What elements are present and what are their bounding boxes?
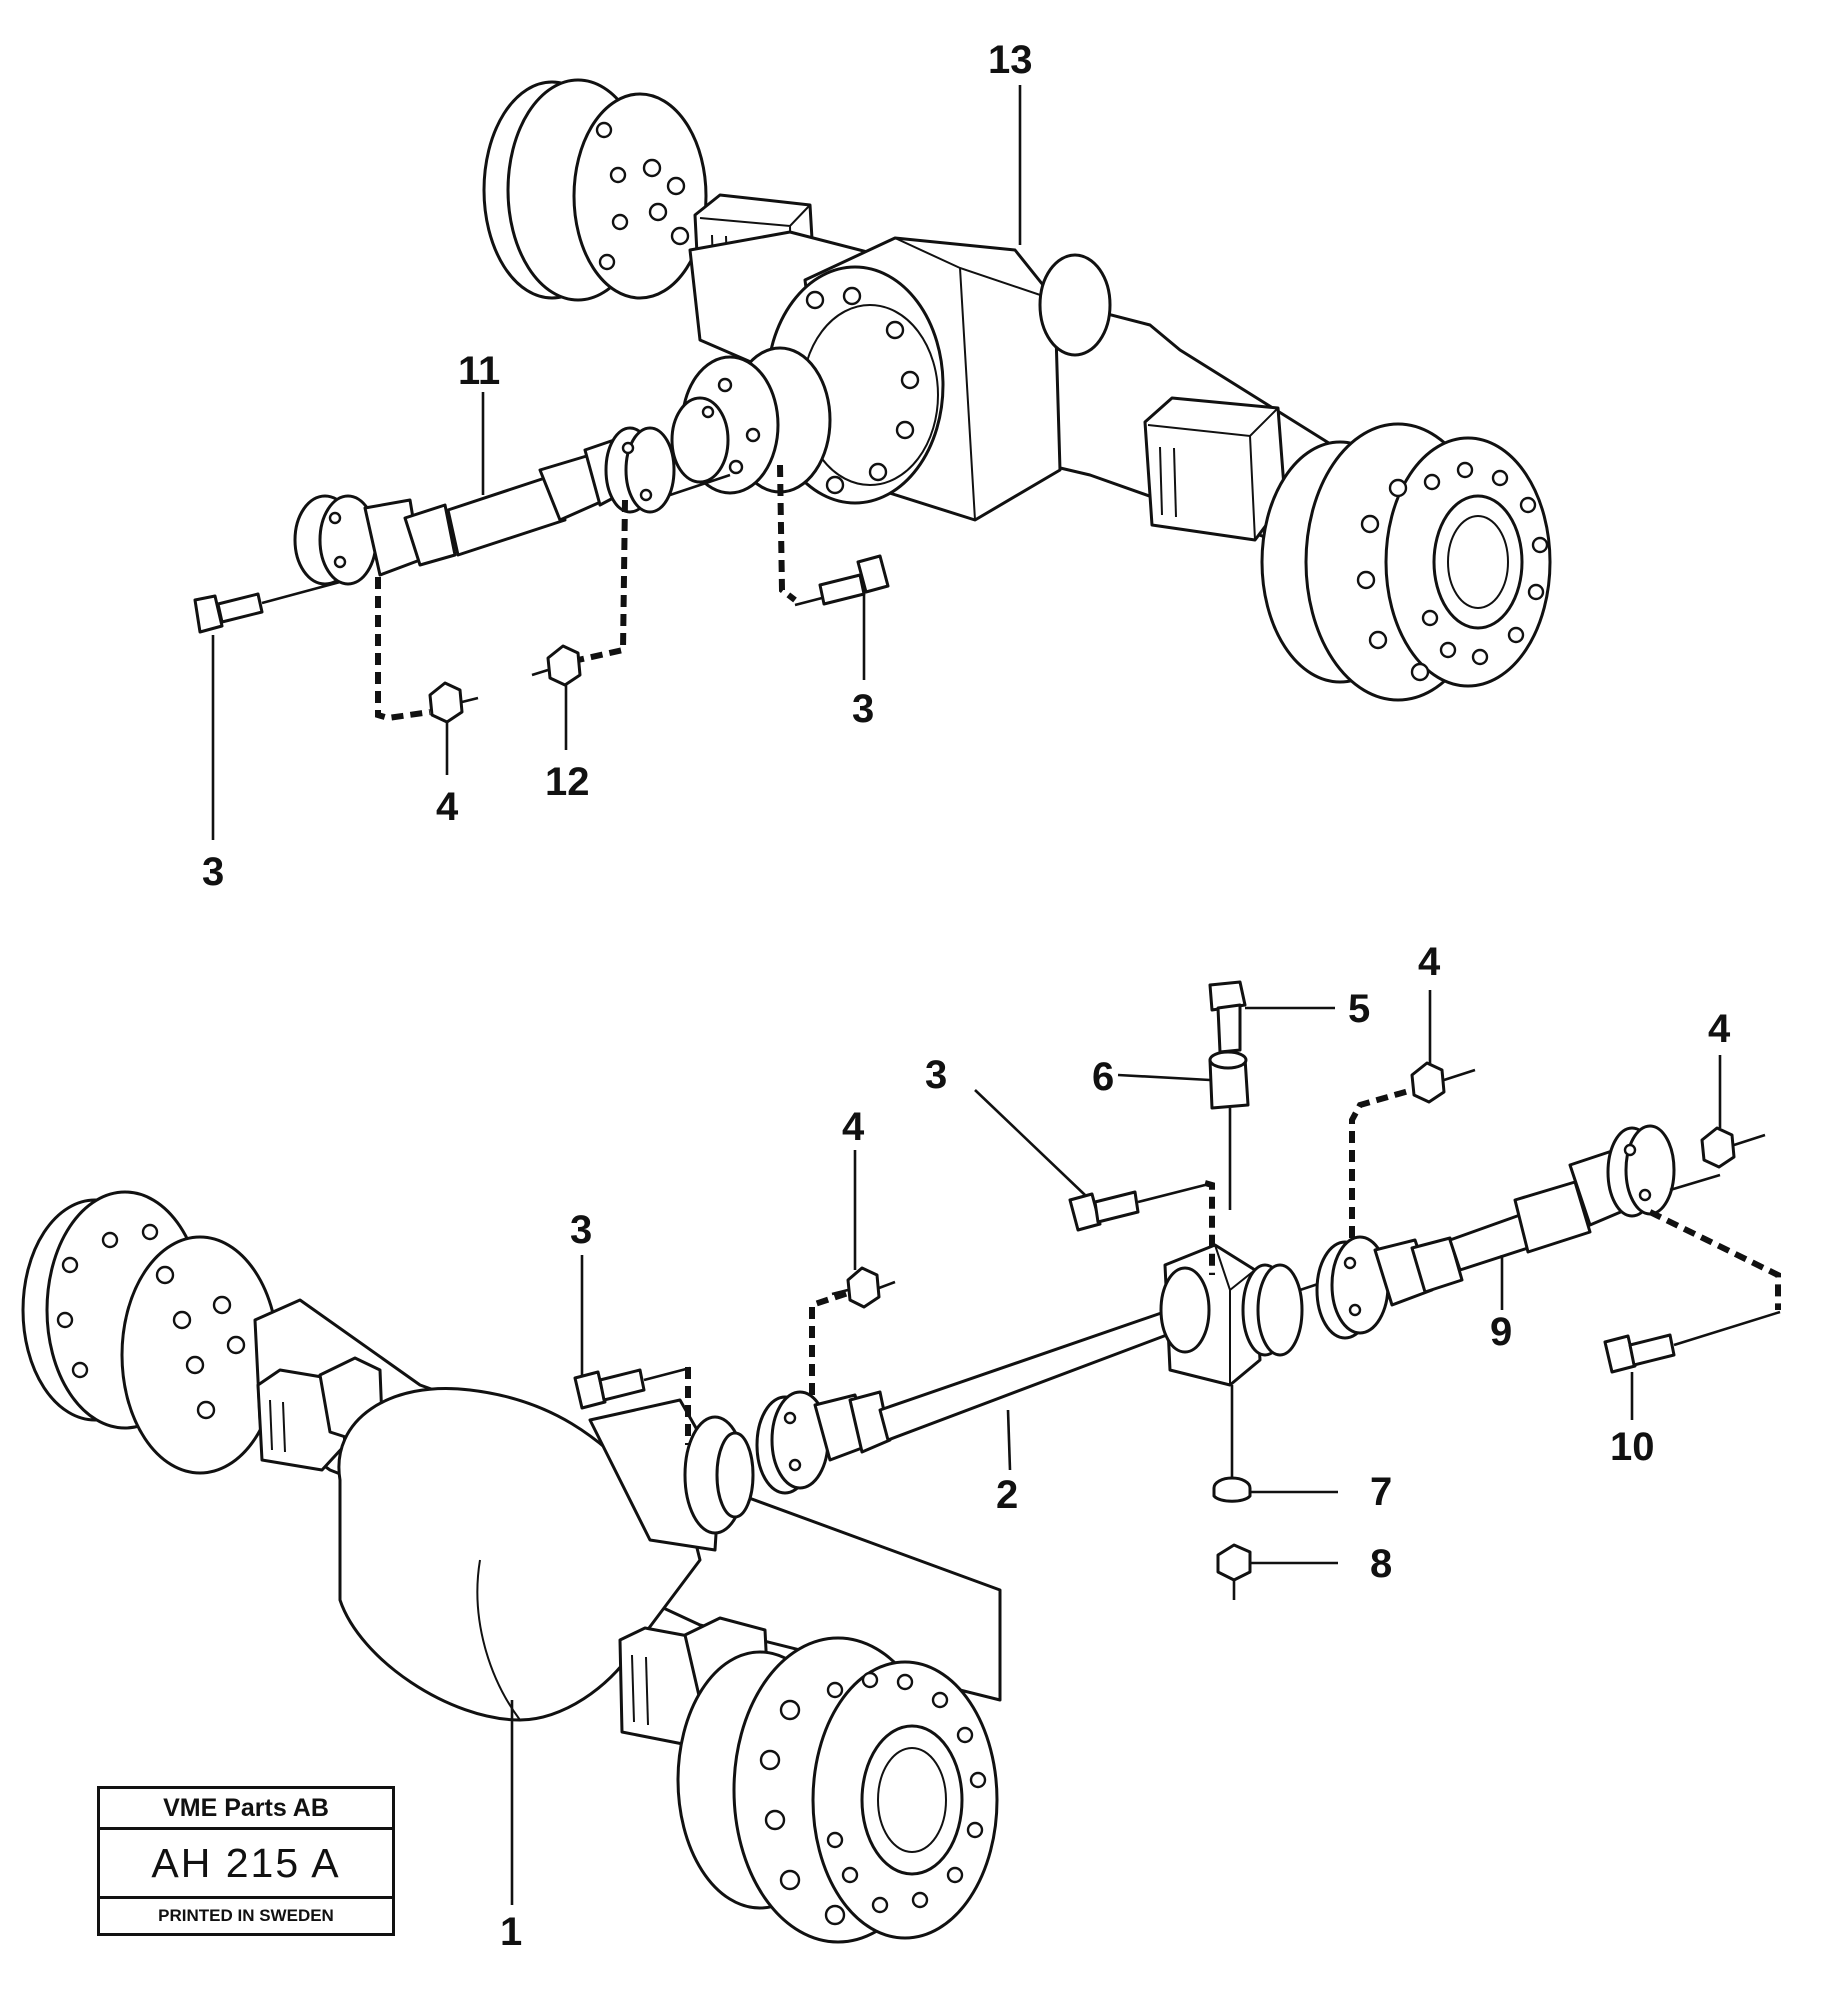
propeller-shaft-short bbox=[293, 426, 676, 586]
title-stamp: VME Parts AB AH 215 A PRINTED IN SWEDEN bbox=[97, 1786, 395, 1936]
nut-8 bbox=[1216, 1543, 1252, 1582]
callout-1: 1 bbox=[500, 1910, 522, 1954]
callout-3-bottom-left: 3 bbox=[570, 1208, 592, 1252]
callout-9: 9 bbox=[1490, 1310, 1512, 1354]
bolt-5 bbox=[1208, 980, 1247, 1054]
bolt-top-left bbox=[193, 592, 264, 634]
callout-3-top-right: 3 bbox=[852, 687, 874, 731]
callout-4-top: 4 bbox=[436, 785, 459, 829]
bolt-top-right bbox=[818, 554, 890, 606]
rear-axle-right-hub bbox=[1260, 422, 1552, 702]
nut-bottom-4-upper bbox=[1410, 1061, 1446, 1104]
callout-3-top-left: 3 bbox=[202, 850, 224, 894]
stamp-code: AH 215 A bbox=[100, 1830, 392, 1899]
callout-12: 12 bbox=[545, 760, 590, 804]
callout-7: 7 bbox=[1370, 1470, 1392, 1514]
callout-4-bottom-upper: 4 bbox=[1418, 940, 1441, 984]
propeller-shaft-long bbox=[755, 1308, 1182, 1495]
callout-6: 6 bbox=[1092, 1055, 1114, 1099]
callout-11: 11 bbox=[458, 349, 500, 393]
bushing-6 bbox=[1208, 1050, 1250, 1110]
callout-4-bottom-right: 4 bbox=[1708, 1007, 1731, 1051]
front-axle-right-hub bbox=[676, 1636, 999, 1944]
front-axle-left-hub bbox=[21, 1190, 280, 1475]
spring-seat-right bbox=[1143, 396, 1287, 542]
washer-7 bbox=[1212, 1476, 1252, 1503]
nut-bottom-4-left bbox=[846, 1266, 881, 1309]
stamp-company: VME Parts AB bbox=[100, 1789, 392, 1830]
callout-13: 13 bbox=[988, 38, 1033, 82]
callout-4-bottom-left: 4 bbox=[842, 1105, 865, 1149]
propeller-shaft-right bbox=[1315, 1124, 1676, 1340]
bolt-bottom-middle bbox=[1068, 1190, 1140, 1232]
bolt-10 bbox=[1603, 1333, 1676, 1374]
callout-5: 5 bbox=[1348, 987, 1370, 1031]
nut-top-12 bbox=[546, 644, 582, 687]
rear-axle-left-hub bbox=[482, 78, 708, 302]
stamp-printed: PRINTED IN SWEDEN bbox=[158, 1906, 334, 1925]
rear-axle-assembly bbox=[482, 78, 1552, 702]
bolt-bottom-left bbox=[573, 1368, 646, 1410]
callout-10: 10 bbox=[1610, 1425, 1655, 1469]
nut-bottom-4-right bbox=[1700, 1126, 1736, 1169]
nut-top-4 bbox=[428, 681, 464, 724]
center-bearing bbox=[1159, 1243, 1304, 1387]
callout-8: 8 bbox=[1370, 1542, 1392, 1586]
callout-2: 2 bbox=[996, 1473, 1018, 1517]
front-axle-assembly bbox=[21, 1190, 1002, 1944]
callout-3-bottom-middle: 3 bbox=[925, 1053, 947, 1097]
